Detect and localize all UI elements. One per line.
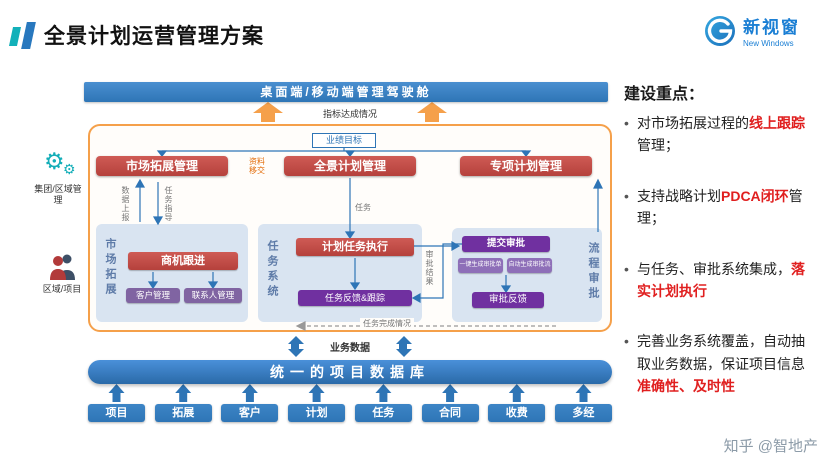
brand-logo-icon [705, 15, 735, 46]
approval-chip-generate: 一键生成审批单 [458, 258, 503, 273]
entity-row: 项目 拓展 客户 计划 任务 合同 收费 多经 [88, 404, 612, 422]
people-icon [50, 254, 75, 280]
key-points-list: 对市场拓展过程的线上跟踪管理； 支持战略计划PDCA闭环管理； 与任务、审批系统… [624, 112, 818, 426]
entity-misc: 多经 [554, 404, 612, 422]
entity-fee: 收费 [488, 404, 546, 422]
label-data-report: 数据上报 [121, 186, 130, 222]
kp-pre: 支持战略计划 [637, 187, 721, 204]
approval-panel-title: 流程审批 [587, 242, 599, 302]
gear-icon-small: ⚙ [63, 161, 76, 177]
label-data-transfer: 资料移交 [249, 157, 265, 175]
task-panel-title: 任务系统 [266, 240, 278, 300]
kp-emphasis: 线上跟踪 [749, 115, 805, 131]
key-points-heading: 建设重点： [624, 86, 705, 103]
brand-logo: 新视窗 New Windows [704, 13, 800, 48]
accent-bar-teal [8, 27, 22, 46]
cockpit-banner: 桌面端/移动端管理驾驶舱 [84, 82, 608, 102]
brand-name: 新视窗 [743, 18, 800, 37]
customer-mgmt-chip: 客户管理 [126, 288, 180, 303]
contact-mgmt-chip: 联系人管理 [184, 288, 242, 303]
kp-emphasis: PDCA闭环 [721, 187, 789, 204]
kp-pre: 与任务、审批系统集成， [637, 260, 791, 277]
business-goal-box: 业绩目标 [312, 133, 376, 148]
approval-feedback-node: 审批反馈 [472, 292, 544, 308]
submit-approval-node: 提交审批 [462, 236, 550, 252]
key-point-item: 与任务、审批系统集成，落实计划执行 [624, 258, 818, 303]
kp-post: 管理； [637, 137, 679, 154]
brand-subname: New Windows [743, 39, 794, 48]
entity-expansion: 拓展 [154, 404, 212, 422]
market-panel-title: 市场拓展 [104, 238, 116, 298]
plan-task-execute-node: 计划任务执行 [296, 238, 414, 256]
label-business-data: 业务数据 [330, 343, 370, 354]
label-task-guide: 任务指导 [164, 186, 173, 222]
kp-emphasis: 准确性、及时性 [637, 378, 735, 395]
lead-followup-node: 商机跟进 [128, 252, 238, 270]
kpi-status-label: 指标达成情况 [322, 109, 377, 119]
page-title: 全景计划运营管理方案 [44, 25, 264, 48]
module-panorama-plan: 全景计划管理 [284, 156, 416, 176]
key-point-item: 支持战略计划PDCA闭环管理； [624, 185, 818, 230]
kp-post: 管理； [637, 187, 803, 227]
role-label-project: 区域/项目 [42, 284, 82, 294]
gear-icon: ⚙ [44, 148, 65, 174]
watermark: 知乎 @智地产 [723, 438, 818, 455]
key-point-item: 完善业务系统覆盖，自动抽取业务数据，保证项目信息准确性、及时性 [624, 330, 818, 397]
key-point-item: 对市场拓展过程的线上跟踪管理； [624, 112, 818, 157]
approval-chip-flow: 自动生成审批流 [507, 258, 552, 273]
label-task-completion: 任务完成情况 [360, 318, 414, 329]
db-up-arrows [108, 384, 592, 402]
entity-contract: 合同 [421, 404, 479, 422]
brand-text: 新视窗 New Windows [743, 13, 800, 48]
kp-pre: 对市场拓展过程的 [637, 115, 749, 131]
entity-customer: 客户 [221, 404, 279, 422]
entity-task: 任务 [354, 404, 412, 422]
kp-emphasis: 落实计划执行 [637, 260, 805, 299]
role-label-group: 集团/区域管理 [34, 184, 82, 206]
label-approval-result: 审批结果 [425, 250, 434, 286]
entity-project: 项目 [88, 404, 145, 422]
accent-bar-blue [21, 22, 36, 49]
module-special-plan: 专项计划管理 [460, 156, 592, 176]
module-market-expansion: 市场拓展管理 [96, 156, 228, 176]
kp-pre: 完善业务系统覆盖，自动抽取业务数据，保证项目信息 [637, 333, 805, 372]
entity-plan: 计划 [288, 404, 346, 422]
label-task: 任务 [355, 203, 371, 212]
task-feedback-node: 任务反馈&跟踪 [298, 290, 412, 306]
market-panel [96, 224, 248, 322]
database-bar: 统一的项目数据库 [88, 360, 612, 384]
